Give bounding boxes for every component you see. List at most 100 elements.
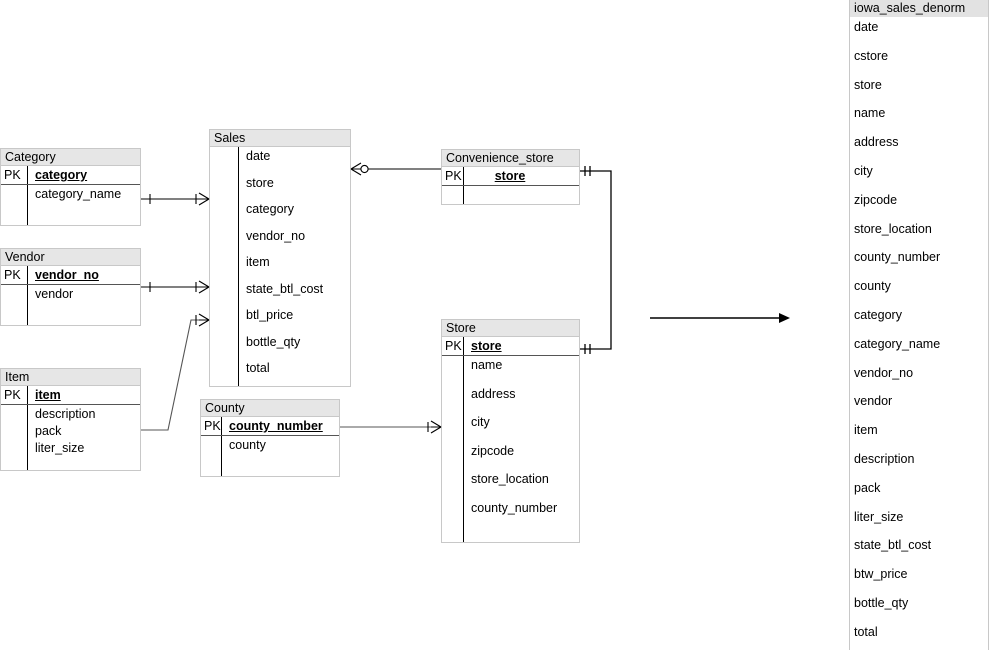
denormalized-field-item[interactable]: date — [854, 20, 879, 34]
cardinality-many-sales-item — [198, 313, 210, 327]
entity-attribute-row: store — [210, 174, 350, 201]
entity-attribute-cell: city — [463, 413, 579, 432]
denormalized-field-item[interactable]: bottle_qty — [854, 595, 909, 610]
entity-pk-separator — [201, 435, 339, 436]
entity-attribute-row: address — [442, 385, 579, 414]
entity-attribute-cell: item — [238, 253, 350, 272]
denormalized-field-item[interactable]: store — [854, 77, 882, 92]
denormalized-field-item[interactable]: vendor — [854, 394, 893, 409]
entity-pk-separator — [1, 184, 140, 185]
cardinality-many-store-county — [430, 420, 442, 434]
entity-attribute-cell: description — [27, 405, 140, 424]
entity-attribute-label: store — [494, 169, 526, 183]
denormalized-field-item[interactable]: category — [854, 307, 902, 322]
denormalized-field-item[interactable]: liter_size — [854, 509, 904, 524]
denormalized-field-item[interactable]: state_btl_cost — [854, 538, 932, 553]
denormalized-field-item[interactable]: address — [854, 135, 899, 150]
entity-attribute-label: store — [471, 339, 502, 353]
cardinality-many-sales-cstore — [350, 162, 362, 176]
entity-pk-separator — [442, 355, 579, 356]
entity-key-cell: PK — [4, 268, 21, 282]
entity-attribute-label: city — [471, 415, 490, 429]
entity-attribute-row: item — [210, 253, 350, 280]
entity-key-cell: PK — [445, 339, 462, 353]
entity-attribute-row: city — [442, 413, 579, 442]
entity-title-sales: Sales — [210, 130, 350, 147]
entity-attribute-cell: state_btl_cost — [238, 280, 350, 299]
entity-attribute-cell: vendor_no — [238, 227, 350, 246]
entity-empty-row — [1, 456, 140, 470]
entity-attribute-cell: store_location — [463, 470, 579, 489]
denormalized-field-item[interactable]: county_number — [854, 250, 941, 265]
entity-attribute-cell: category — [238, 200, 350, 219]
denormalized-field-item[interactable]: category_name — [854, 336, 941, 351]
entity-column-divider — [27, 266, 28, 325]
entity-empty-row — [442, 186, 579, 204]
entity-title-store: Store — [442, 320, 579, 337]
entity-attribute-label: address — [471, 386, 516, 401]
denormalized-field-item[interactable]: name — [854, 106, 886, 121]
entity-attribute-cell: zipcode — [463, 442, 579, 461]
denormalized-field-item[interactable]: pack — [854, 480, 881, 495]
denormalized-field-item[interactable]: btw_price — [854, 567, 908, 582]
entity-attribute-row: pack — [1, 422, 140, 439]
entity-attribute-label: item — [35, 388, 61, 402]
entity-attribute-cell: county_number — [463, 499, 579, 518]
entity-pk-separator — [1, 284, 140, 285]
entity-attribute-cell: address — [463, 385, 579, 404]
entity-body-store: PK store name address city zipcode store_locat… — [442, 337, 579, 542]
entity-attribute-label: total — [246, 361, 270, 375]
entity-attribute-label: description — [35, 407, 96, 421]
entity-attribute-label: vendor_no — [246, 228, 306, 243]
denormalized-field-item[interactable]: zipcode — [854, 192, 898, 207]
entity-key-cell: PK — [204, 419, 221, 433]
entity-empty-row — [1, 311, 140, 325]
entity-attribute-row: zipcode — [442, 442, 579, 471]
denormalized-field-item[interactable]: city — [854, 163, 873, 178]
entity-attribute-label: county — [229, 438, 266, 452]
entity-attribute-label: date — [246, 149, 271, 163]
entity-attribute-label: name — [471, 358, 503, 372]
denormalized-field-item[interactable]: county — [854, 279, 891, 294]
entity-attribute-cell: item — [27, 386, 140, 405]
entity-attribute-row: bottle_qty — [210, 333, 350, 360]
denormalized-field-item[interactable]: description — [854, 451, 915, 466]
entity-column-divider — [221, 417, 222, 476]
entity-attribute-row: date — [210, 147, 350, 174]
denormalized-field-item[interactable]: vendor_no — [854, 365, 914, 380]
transform-arrow — [650, 313, 790, 323]
entity-empty-row — [201, 462, 339, 476]
entity-column-divider — [463, 337, 464, 542]
entity-pk-separator — [442, 185, 579, 186]
entity-attribute-cell: store — [238, 174, 350, 193]
entity-attribute-cell: county — [221, 436, 339, 455]
entity-attribute-row: btl_price — [210, 306, 350, 333]
entity-attribute-label: county_number — [471, 500, 558, 515]
denormalized-field-item[interactable]: item — [854, 423, 878, 438]
entity-title-county: County — [201, 400, 339, 417]
denormalized-field-item[interactable]: store_location — [854, 221, 932, 236]
entity-attribute-label: store — [246, 175, 274, 190]
entity-attribute-cell: pack — [27, 422, 140, 441]
entity-pk-row: PK store — [442, 337, 579, 356]
denormalized-field-item[interactable]: cstore — [854, 48, 889, 63]
entity-attribute-cell: category_name — [27, 185, 140, 204]
denormalized-field-item[interactable]: total — [854, 624, 878, 639]
entity-key-cell: PK — [445, 169, 462, 183]
entity-attribute-cell: liter_size — [27, 439, 140, 458]
entity-column-divider — [27, 386, 28, 470]
cardinality-many-sales-category — [198, 192, 210, 206]
entity-attribute-cell: category — [27, 166, 140, 185]
entity-attribute-row: description — [1, 405, 140, 422]
entity-attribute-label: bottle_qty — [246, 334, 301, 349]
cardinality-zero-sales-cstore — [360, 164, 369, 174]
